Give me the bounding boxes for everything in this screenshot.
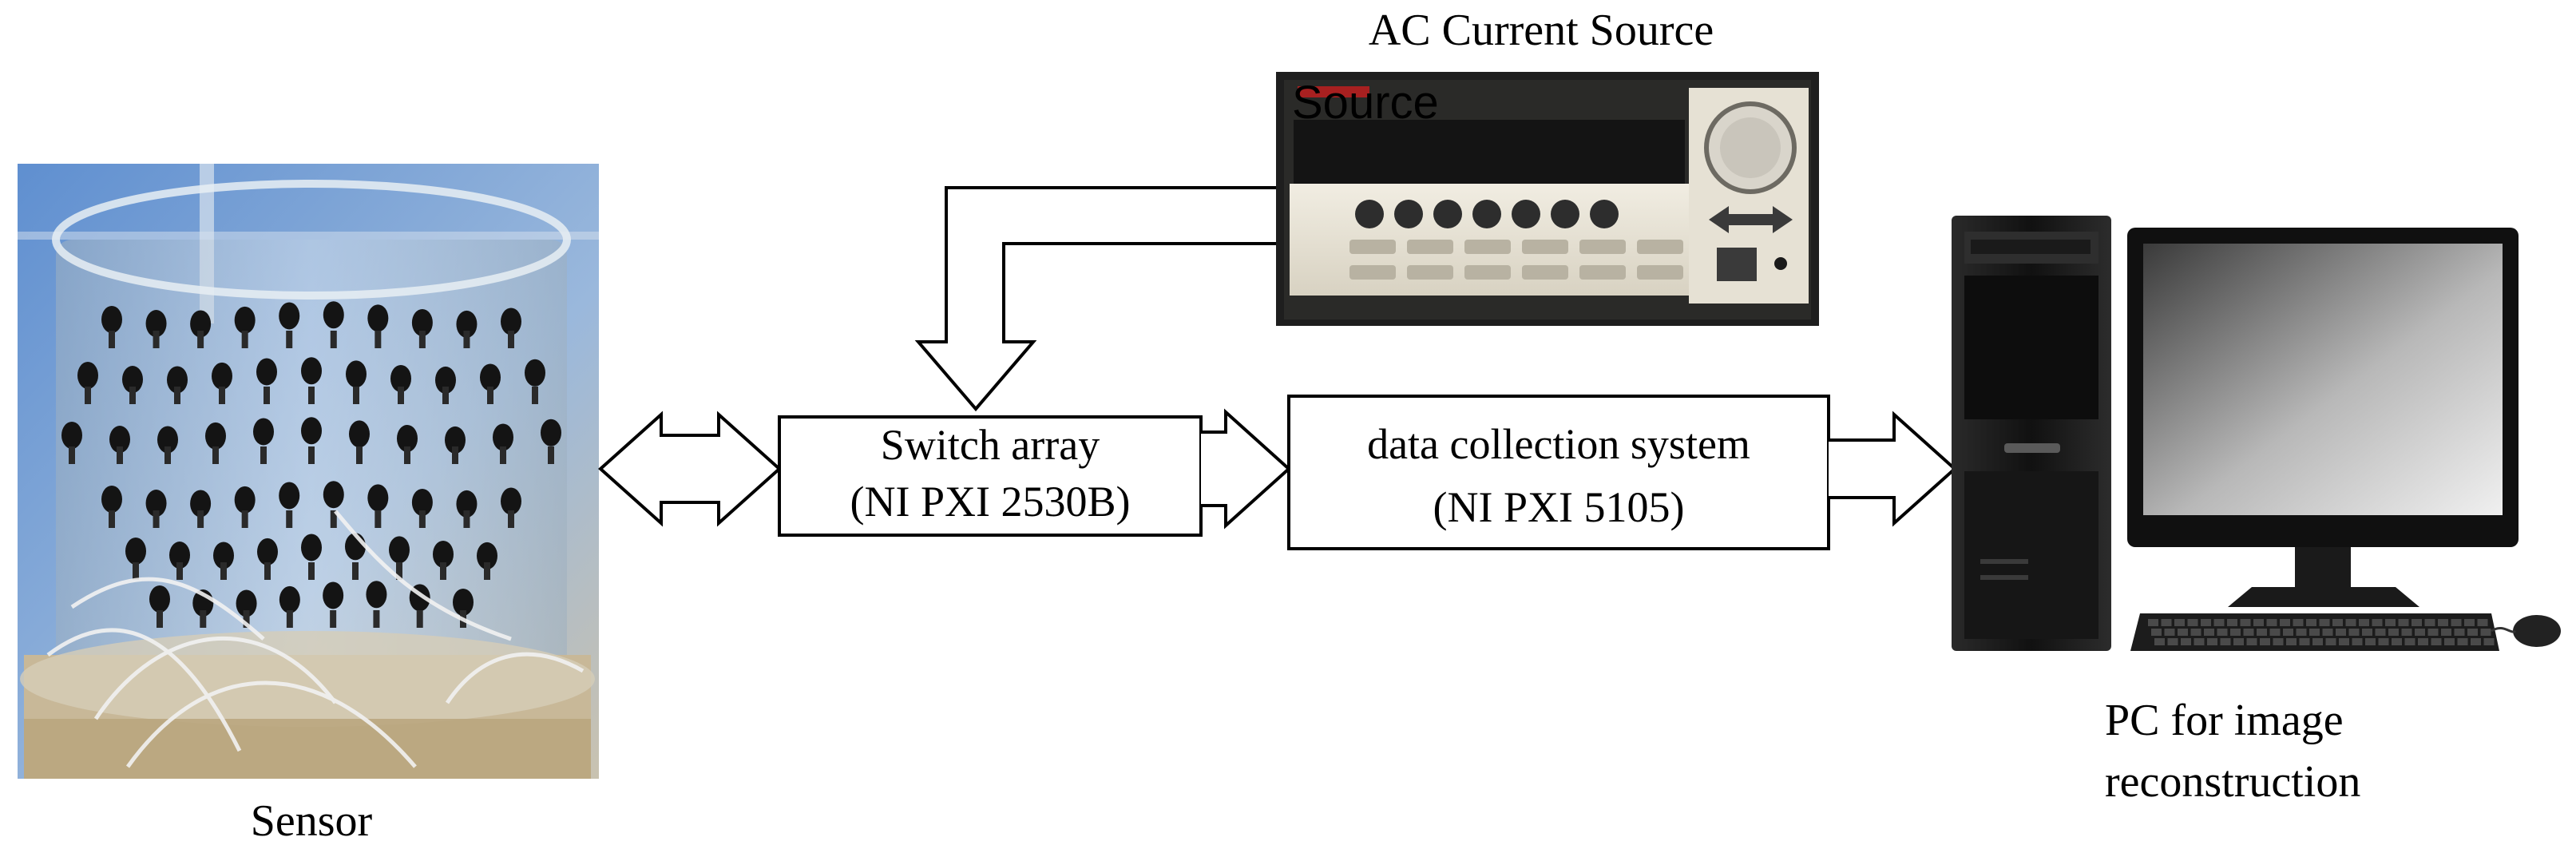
switch-array-model: (NI PXI 2530B) [850, 478, 1131, 526]
data-collection-title: data collection system [1367, 420, 1750, 468]
pc-photo [1952, 216, 2561, 651]
switch-array-title: Switch array [881, 421, 1100, 469]
data-collection-model: (NI PXI 5105) [1433, 483, 1685, 531]
sensor-switch-bidirectional-arrow [598, 411, 782, 527]
ac-current-source-photo [1276, 72, 1819, 326]
mouse-icon [2513, 615, 2561, 647]
pc-caption-line2: reconstruction [2105, 757, 2360, 807]
ac-source-caption: AC Current Source [1369, 6, 1714, 55]
sensor-wires [46, 510, 585, 768]
switch-array-box: Switch array (NI PXI 2530B) [778, 415, 1203, 537]
pc-caption-line1: PC for image [2105, 696, 2344, 745]
data-collection-box: data collection system (NI PXI 5105) [1287, 395, 1830, 550]
sensor-caption: Sensor [251, 796, 373, 846]
sensor-electrodes [61, 301, 561, 628]
ac-source-buttons [1349, 200, 1683, 280]
monitor-icon [2127, 228, 2519, 607]
keyboard-icon [2130, 613, 2499, 651]
daq-to-pc-arrow [1829, 411, 1957, 527]
ac-source-to-switch-arrow [914, 186, 1276, 412]
sensor-photo [18, 164, 599, 779]
switch-to-daq-arrow [1201, 408, 1291, 530]
ac-source-overlay-text: Source [1292, 77, 1439, 129]
pc-tower-icon [1952, 216, 2111, 651]
